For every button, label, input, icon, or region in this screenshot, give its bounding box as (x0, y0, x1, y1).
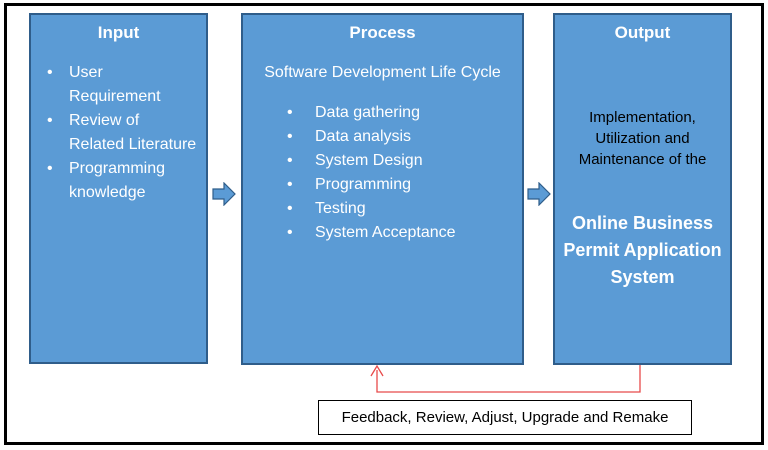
process-item: Programming (243, 173, 522, 197)
input-box: Input User Requirement Review of Related… (29, 13, 208, 364)
process-subtitle: Software Development Life Cycle (264, 64, 501, 81)
process-item: Data analysis (243, 125, 522, 149)
input-list: User Requirement Review of Related Liter… (31, 61, 206, 205)
arrow-right-icon (212, 182, 236, 206)
output-box: Output Implementation, Utilization and M… (553, 13, 732, 365)
arrow-right-icon (527, 182, 551, 206)
input-item: Review of Related Literature (31, 109, 206, 157)
feedback-box: Feedback, Review, Adjust, Upgrade and Re… (318, 400, 692, 435)
process-list: Data gathering Data analysis System Desi… (243, 101, 522, 245)
arrow-up-icon (370, 364, 384, 377)
input-item: User Requirement (31, 61, 206, 109)
feedback-line (376, 365, 641, 393)
input-title: Input (97, 23, 140, 42)
process-item: System Acceptance (243, 221, 522, 245)
process-item: System Design (243, 149, 522, 173)
process-title: Process (349, 23, 416, 42)
output-system-name: Online Business Permit Application Syste… (563, 213, 722, 287)
output-title: Output (614, 23, 671, 42)
output-implementation-text: Implementation, Utilization and Maintena… (578, 109, 707, 168)
process-box: Process Software Development Life Cycle … (241, 13, 524, 365)
process-item: Testing (243, 197, 522, 221)
process-item: Data gathering (243, 101, 522, 125)
input-item: Programming knowledge (31, 157, 206, 205)
feedback-label: Feedback, Review, Adjust, Upgrade and Re… (341, 409, 669, 426)
